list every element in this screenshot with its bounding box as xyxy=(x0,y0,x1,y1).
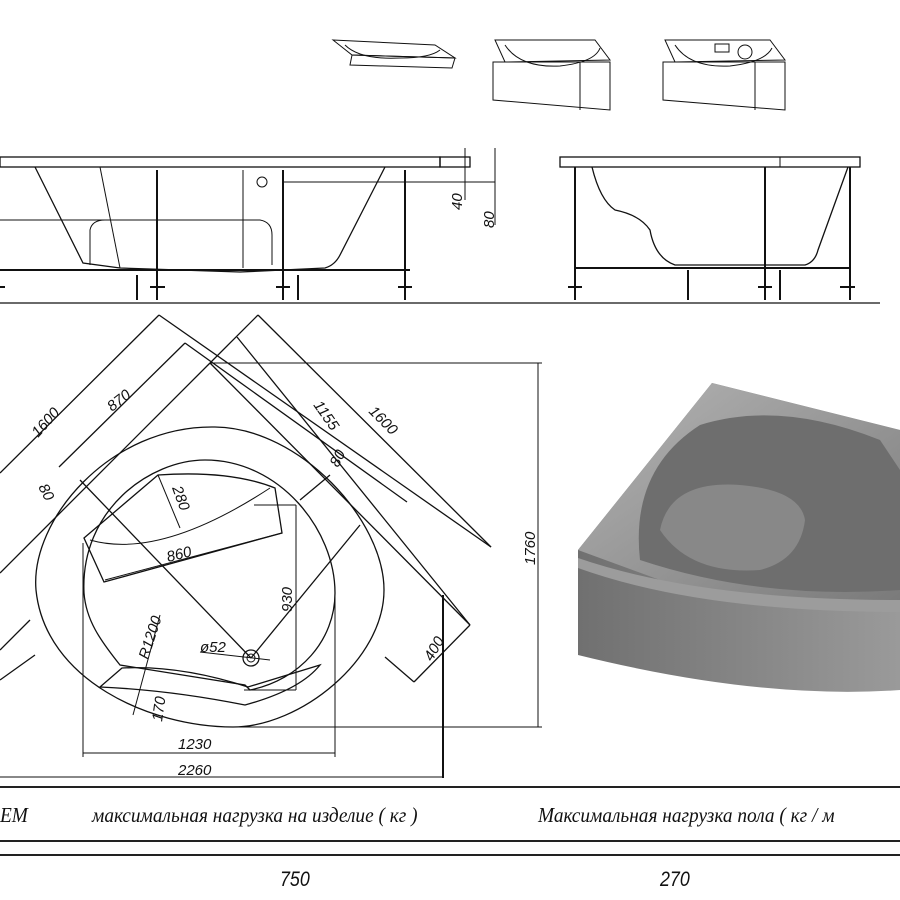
table-value-max-load: 750 xyxy=(280,868,310,891)
bath-icon-with-panel-hydromassage xyxy=(662,39,786,111)
dim-80-side: 80 xyxy=(481,211,498,228)
table-header-floor-load: Максимальная нагрузка пола ( кг / м xyxy=(538,803,835,827)
table-header-model: EM xyxy=(0,803,28,827)
table-row-rule xyxy=(0,854,900,856)
dim-1155: 1155 xyxy=(310,398,343,435)
dim-drain-52: ø52 xyxy=(200,639,227,656)
dim-2260: 2260 xyxy=(177,762,212,779)
dim-860: 860 xyxy=(165,543,194,566)
dim-1760: 1760 xyxy=(522,531,539,565)
table-header-max-load: максимальная нагрузка на изделие ( кг ) xyxy=(92,803,418,827)
table-top-rule xyxy=(0,786,900,788)
dim-930: 930 xyxy=(279,586,296,612)
table-value-floor-load: 270 xyxy=(660,868,690,891)
bathtub-3d-render xyxy=(578,383,900,692)
dim-r1200: R1200 xyxy=(136,613,166,661)
dim-870: 870 xyxy=(104,386,135,415)
dim-80-right: 80 xyxy=(327,447,350,470)
plan-view: 1600 870 1155 1600 80 80 280 860 930 R12… xyxy=(0,314,542,779)
side-view-long: 40 80 xyxy=(0,148,880,304)
table-header-rule xyxy=(0,840,900,842)
bath-icon-with-panel xyxy=(492,39,611,111)
dim-400: 400 xyxy=(421,633,449,664)
dim-80-left: 80 xyxy=(34,481,57,504)
dim-1600-right: 1600 xyxy=(365,403,401,439)
dim-170: 170 xyxy=(149,695,169,723)
dim-40: 40 xyxy=(449,193,466,210)
bath-icon-bare xyxy=(331,39,457,69)
dim-1600-left: 1600 xyxy=(28,404,63,441)
side-view-short xyxy=(559,156,861,300)
dim-1230: 1230 xyxy=(178,736,212,753)
